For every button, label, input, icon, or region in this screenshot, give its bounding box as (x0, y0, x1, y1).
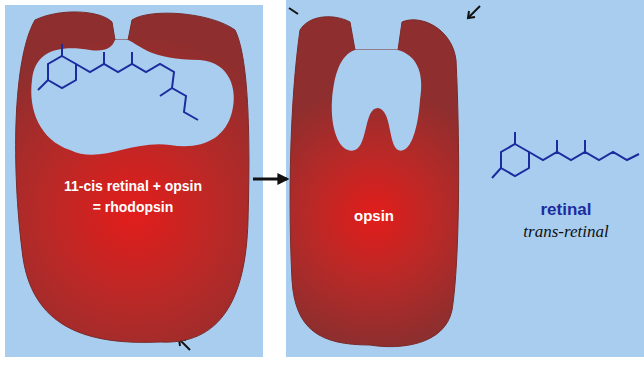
binding-pocket (332, 50, 422, 151)
protein-blob: opsin (288, 12, 460, 352)
molecule-label: retinal (540, 200, 591, 220)
trans-retinal-molecule (492, 132, 639, 178)
node-label: 11-cis retinal + opsin = rhodopsin (58, 176, 208, 218)
left-panel (5, 5, 263, 357)
molecule-label: trans-retinal (523, 222, 608, 242)
cis-retinal-molecule (38, 44, 198, 120)
node-label: opsin (314, 205, 434, 228)
protein-body (290, 17, 459, 347)
blob-outline (288, 12, 460, 352)
reaction-arrow (253, 178, 287, 181)
binding-pocket (31, 40, 234, 155)
right-panel (286, 0, 644, 357)
protein-blob: 11-cis retinal + opsin = rhodopsin (14, 8, 252, 350)
protein-body (16, 12, 249, 342)
